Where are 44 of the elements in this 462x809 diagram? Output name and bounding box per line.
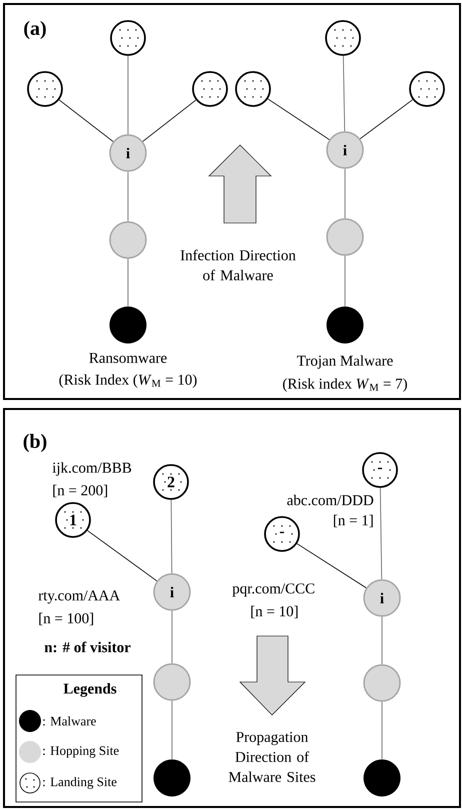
hopping-site-circle: [326, 218, 364, 256]
site-label: Ransomware: [89, 353, 167, 363]
malware-circle: [154, 760, 190, 796]
connector-line: [170, 500, 172, 574]
site-label: (Risk Index (W$_{M}$ = 10): [59, 374, 197, 388]
hopping-site-circle: [363, 664, 401, 702]
connector-line: [360, 99, 414, 140]
connector-line: [380, 488, 382, 580]
site-label: abc.com/DDD: [287, 494, 374, 506]
site-label: pqr.com/CCC: [232, 583, 314, 597]
malware-circle: [110, 306, 146, 344]
site-label: Trojan Malware: [297, 355, 393, 369]
connector-line: [268, 98, 330, 140]
site-label: [n = 1]: [334, 514, 373, 528]
site-label: [n = 200]: [53, 484, 108, 498]
legend-title: Legends: [64, 683, 116, 697]
connector-line: [296, 543, 367, 588]
site-label: [n = 10]: [251, 606, 298, 618]
connector-line: [344, 168, 346, 219]
note-text: n: # of visitor: [44, 642, 131, 652]
legend-text: : Hopping Site: [43, 746, 119, 758]
site-label: rty.com/AAA: [38, 590, 120, 604]
landing-site-circle: [235, 71, 271, 107]
site-label: (Risk index W$_{M}$ = 7): [283, 378, 407, 392]
connector-line: [58, 100, 114, 142]
malware-circle: [326, 306, 364, 344]
connector-line: [142, 100, 196, 142]
note-text: Propagation Direction of Malware Sites: [228, 732, 316, 782]
landing-site-circle: [409, 71, 445, 107]
connector-line: [87, 530, 158, 582]
connector-line: [344, 255, 346, 307]
site-label: [n = 100]: [39, 612, 94, 626]
hopping-site-circle: [153, 663, 191, 701]
landing-site-circle: [325, 20, 361, 56]
legend-text: : Landing Site: [43, 777, 116, 789]
note-text: Infection Direction of Malware: [180, 250, 296, 280]
malware-circle: [364, 760, 400, 796]
landing-site-circle: [110, 20, 146, 56]
landing-site-circle: [192, 71, 228, 107]
legend-text: : Malware: [43, 716, 96, 726]
connector-line: [342, 56, 346, 132]
landing-site-circle: [27, 71, 63, 107]
site-label: ijk.com/BBB: [52, 462, 132, 476]
hopping-site-circle: [109, 221, 147, 259]
